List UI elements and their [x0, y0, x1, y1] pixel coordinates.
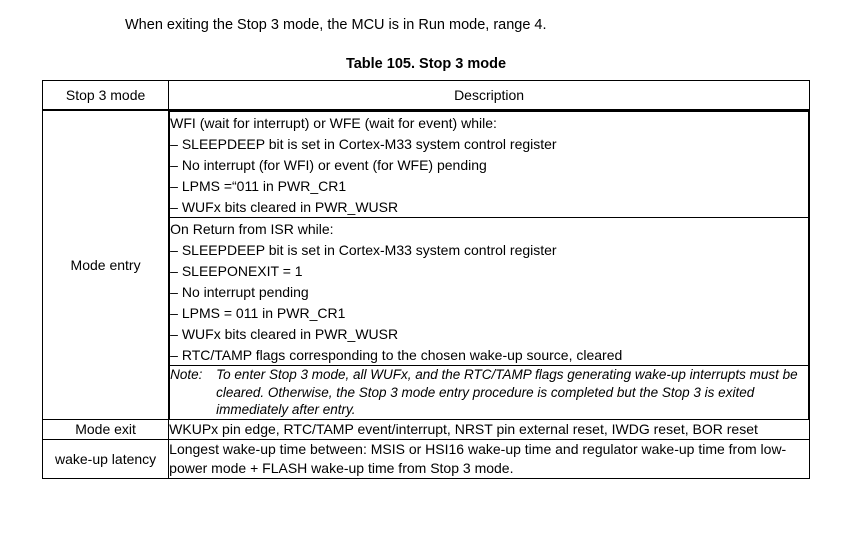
desc-line: On Return from ISR while: — [170, 220, 334, 237]
subblock-content: On Return from ISR while: – SLEEPDEEP bi… — [169, 217, 809, 366]
table-header-row: Stop 3 mode Description — [41, 80, 810, 111]
intro-paragraph: When exiting the Stop 3 mode, the MCU is… — [125, 17, 547, 33]
table-row: wake-up latency Longest wake-up time bet… — [41, 438, 810, 479]
header-cell-mode: Stop 3 mode — [41, 80, 170, 111]
row-description-mode-entry: WFI (wait for interrupt) or WFE (wait fo… — [168, 109, 810, 420]
table-row: Mode exit WKUPx pin edge, RTC/TAMP event… — [41, 418, 810, 440]
row-label-mode-exit: Mode exit — [41, 418, 170, 440]
row-description-wakeup-latency: Longest wake-up time between: MSIS or HS… — [168, 438, 810, 479]
desc-line: – LPMS = 011 in PWR_CR1 — [170, 304, 346, 321]
table-caption: Table 105. Stop 3 mode — [345, 56, 507, 72]
desc-line: – No interrupt pending — [170, 283, 309, 300]
table-row: Mode entry WFI (wait for interrupt) or W… — [41, 109, 810, 420]
row-label-wakeup-latency: wake-up latency — [41, 438, 170, 479]
subblock-return-from-isr: On Return from ISR while: – SLEEPDEEP bi… — [169, 217, 809, 366]
mode-entry-subblocks: WFI (wait for interrupt) or WFE (wait fo… — [169, 111, 809, 419]
stop3-mode-table: Stop 3 mode Description Mode entry WFI (… — [41, 80, 810, 479]
subblock-content: WFI (wait for interrupt) or WFE (wait fo… — [169, 111, 809, 218]
desc-line: – SLEEPDEEP bit is set in Cortex-M33 sys… — [170, 241, 557, 258]
desc-line: – LPMS =“011 in PWR_CR1 — [170, 177, 347, 194]
desc-line: – WUFx bits cleared in PWR_WUSR — [170, 198, 399, 215]
subblock-wfi-wfe: WFI (wait for interrupt) or WFE (wait fo… — [169, 111, 809, 218]
row-label-mode-entry: Mode entry — [41, 109, 170, 420]
desc-line: – WUFx bits cleared in PWR_WUSR — [170, 325, 399, 342]
note-content: Note: To enter Stop 3 mode, all WUFx, an… — [169, 365, 809, 419]
desc-line: – RTC/TAMP flags corresponding to the ch… — [170, 346, 623, 363]
header-cell-description: Description — [168, 80, 810, 111]
desc-line: – SLEEPONEXIT = 1 — [170, 262, 303, 279]
desc-line: – SLEEPDEEP bit is set in Cortex-M33 sys… — [170, 135, 557, 152]
note-label: Note: — [170, 367, 203, 382]
note-body: To enter Stop 3 mode, all WUFx, and the … — [216, 367, 798, 417]
desc-line: WFI (wait for interrupt) or WFE (wait fo… — [170, 114, 497, 131]
subblock-note: Note: To enter Stop 3 mode, all WUFx, an… — [169, 365, 809, 419]
row-description-mode-exit: WKUPx pin edge, RTC/TAMP event/interrupt… — [168, 418, 810, 440]
desc-line: – No interrupt (for WFI) or event (for W… — [170, 156, 487, 173]
